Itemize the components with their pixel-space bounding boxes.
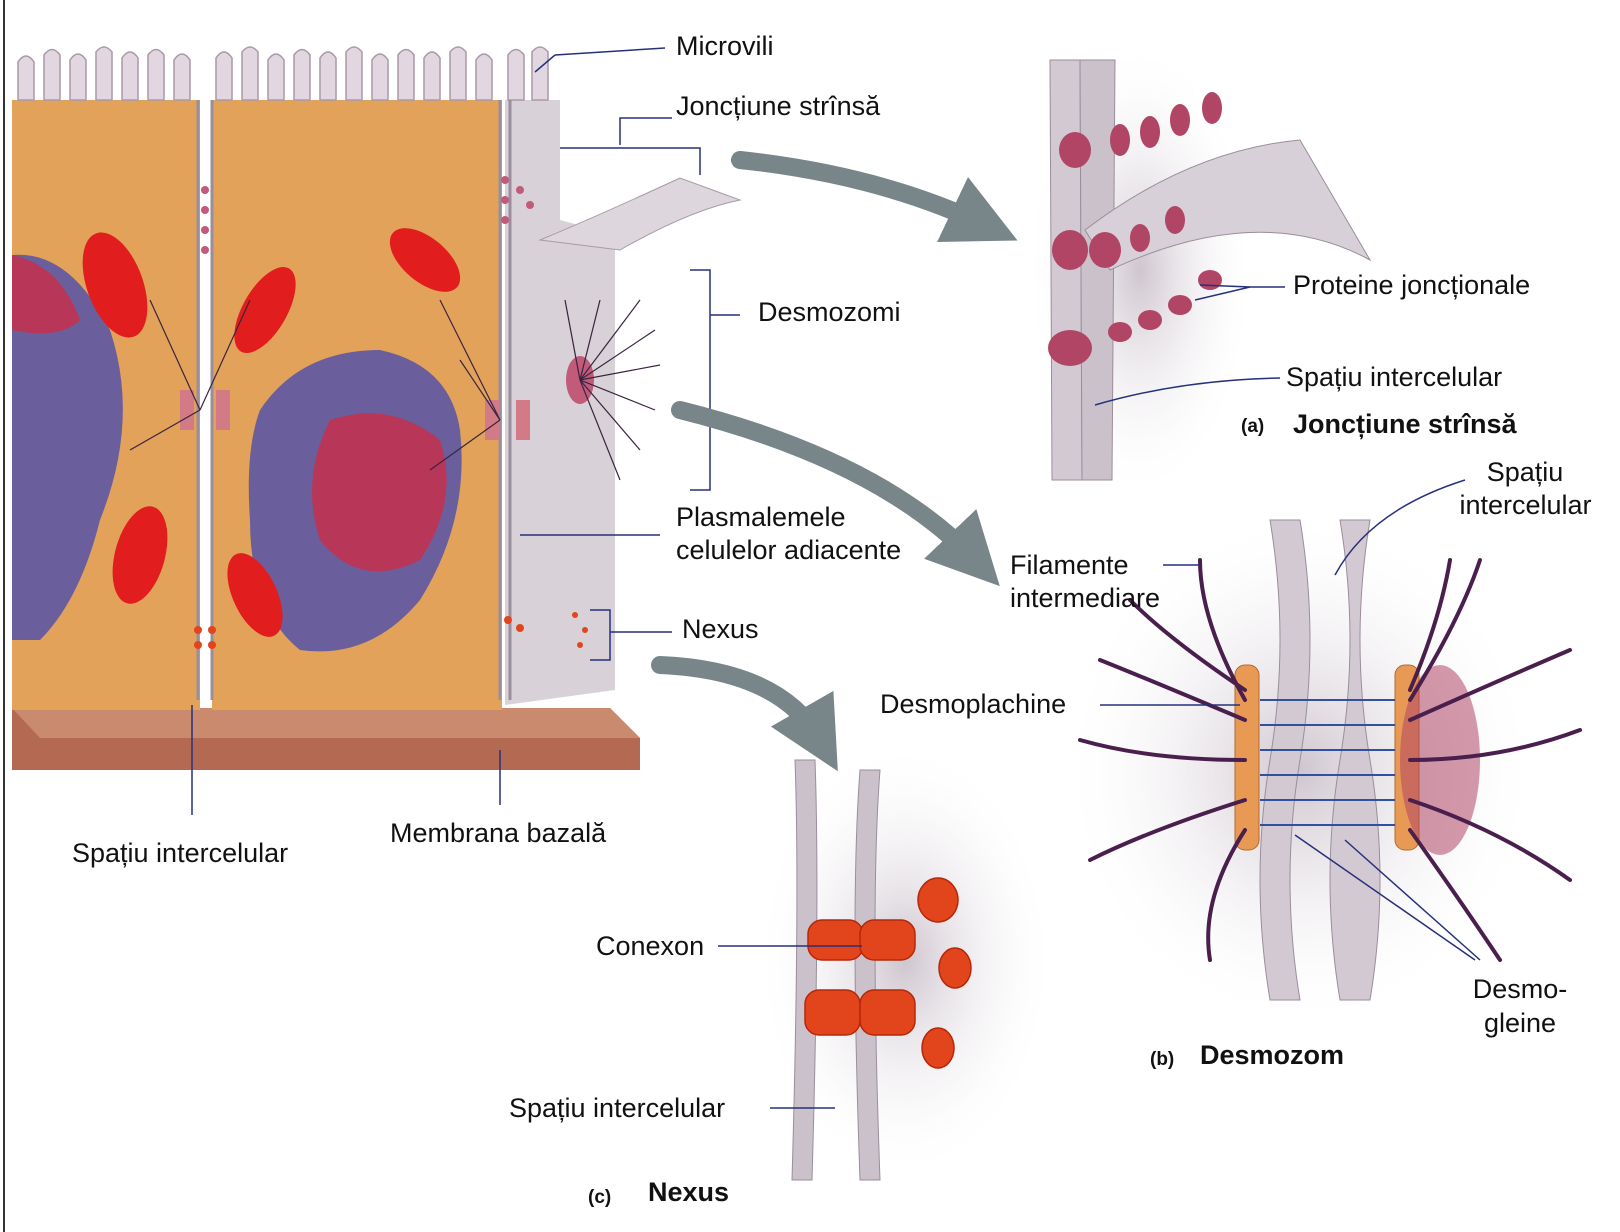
label-plasmalemele-1: Plasmalemele	[676, 502, 846, 532]
label-desmozomi: Desmozomi	[758, 297, 901, 327]
label-spatiu-intercelular-a: Spațiu intercelular	[1286, 362, 1502, 392]
label-filamente-2: intermediare	[1010, 583, 1160, 613]
label-proteine-jonctionale: Proteine joncționale	[1293, 270, 1530, 300]
label-membrana-bazala: Membrana bazală	[390, 818, 606, 848]
label-spatiu-intercelular-c: Spațiu intercelular	[509, 1093, 725, 1123]
nucleolus-middle	[312, 413, 447, 571]
label-panel-b-letter: (b)	[1150, 1049, 1174, 1070]
label-spatiu-b-1: Spațiu	[1455, 457, 1595, 487]
label-microvili: Microvili	[676, 31, 774, 61]
tight-junction-flap	[540, 178, 740, 250]
label-plasmalemele-2: celulelor adiacente	[676, 535, 901, 565]
epithelium-illustration	[12, 47, 740, 770]
label-panel-a-title: Joncțiune strînsă	[1293, 409, 1517, 439]
label-spatiu-intercelular-main: Spațiu intercelular	[72, 838, 288, 868]
panel-c-illustration	[755, 740, 1055, 1180]
label-panel-a-letter: (a)	[1241, 416, 1264, 437]
label-desmogleine-1: Desmo-	[1455, 974, 1585, 1004]
label-nexus: Nexus	[682, 614, 759, 644]
label-conexon: Conexon	[596, 931, 704, 961]
label-spatiu-b-2: intercelular	[1448, 490, 1603, 520]
label-desmoplachine: Desmoplachine	[880, 689, 1066, 719]
label-desmogleine-2: gleine	[1455, 1008, 1585, 1038]
callout-arrows	[660, 160, 985, 740]
microvilli	[18, 47, 548, 100]
label-panel-b-title: Desmozom	[1200, 1040, 1344, 1070]
basement-membrane-top	[12, 708, 640, 738]
desmoplakin-plaque-left	[1235, 665, 1259, 850]
label-panel-c-letter: (c)	[588, 1187, 611, 1208]
label-panel-c-title: Nexus	[648, 1177, 729, 1207]
label-jonctiune-strinsa: Joncțiune strînsă	[676, 91, 880, 121]
label-filamente-1: Filamente	[1010, 550, 1129, 580]
